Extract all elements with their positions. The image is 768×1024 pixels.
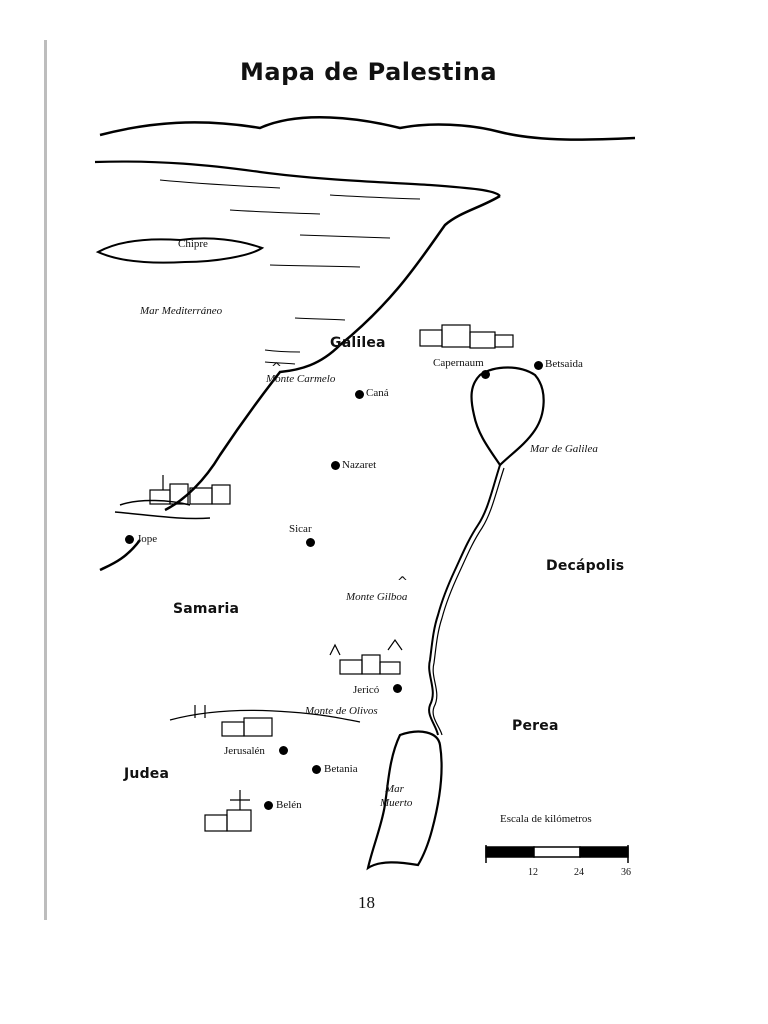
scale-tick-12: 12: [528, 867, 538, 878]
scale-title: Escala de kilómetros: [500, 813, 592, 825]
mountain-gilboa-icon: ^: [397, 575, 408, 590]
label-monte-gilboa: Monte Gilboa: [346, 591, 408, 603]
city-dot-sicar: [306, 538, 315, 547]
cyprus-island: [95, 237, 265, 264]
city-dot-betsaida: [534, 361, 543, 370]
dead-sea: [366, 730, 443, 871]
label-monte-de-olivos: Monte de Olivos: [305, 705, 378, 717]
jope-buildings: [149, 475, 231, 505]
label-capernaum: Capernaum: [433, 357, 484, 369]
city-dot-betania: [312, 765, 321, 774]
city-dot-nazaret: [331, 461, 340, 470]
label-belen: Belén: [276, 799, 302, 811]
jope-harbour: [114, 499, 211, 520]
page-number: 18: [358, 893, 375, 912]
page-edge-shadow: [44, 40, 47, 920]
label-mar-muerto-2: Muerto: [380, 797, 413, 809]
scale-bar: [485, 845, 629, 863]
label-mar-mediterraneo: Mar Mediterráneo: [140, 305, 223, 317]
label-nazaret: Nazaret: [342, 459, 377, 471]
label-mar-muerto-1: Mar: [385, 783, 404, 795]
city-dot-capernaum: [481, 370, 490, 379]
city-dot-jope: [125, 535, 134, 544]
jordan-river: [428, 464, 501, 736]
horizon-hills: [99, 116, 636, 141]
horizon-coast: [94, 160, 501, 197]
scale-tick-36: 36: [621, 867, 631, 878]
region-judea: Judea: [124, 766, 170, 782]
region-decapolis: Decápolis: [546, 558, 625, 574]
mountain-carmelo-icon: ^: [271, 361, 282, 376]
map-title: Mapa de Palestina: [240, 58, 498, 86]
region-perea: Perea: [512, 718, 559, 734]
region-samaria: Samaria: [173, 601, 240, 617]
label-chipre: Chipre: [178, 238, 208, 250]
label-cana: Caná: [366, 387, 389, 399]
label-sicar: Sicar: [289, 523, 312, 535]
jerusalen-village: [169, 705, 361, 737]
sea-of-galilee: [470, 366, 545, 467]
city-dot-jerusalen: [279, 746, 288, 755]
label-jope: Jope: [137, 533, 158, 545]
scale-tick-24: 24: [574, 867, 584, 878]
label-jerico: Jericó: [353, 684, 380, 696]
coastline: [99, 194, 501, 572]
jerico-village: [329, 638, 403, 675]
region-galilea: Galilea: [330, 335, 386, 351]
label-monte-carmelo: Monte Carmelo: [266, 373, 336, 385]
label-betania: Betania: [324, 763, 358, 775]
capernaum-village: [419, 324, 514, 349]
city-dot-cana: [355, 390, 364, 399]
city-dot-jerico: [393, 684, 402, 693]
belen-village: [204, 790, 252, 832]
label-mar-de-galilea: Mar de Galilea: [530, 443, 598, 455]
label-betsaida: Betsaida: [545, 358, 583, 370]
city-dot-belen: [264, 801, 273, 810]
sea-waves: [159, 179, 421, 365]
label-jerusalen: Jerusalén: [224, 745, 265, 757]
